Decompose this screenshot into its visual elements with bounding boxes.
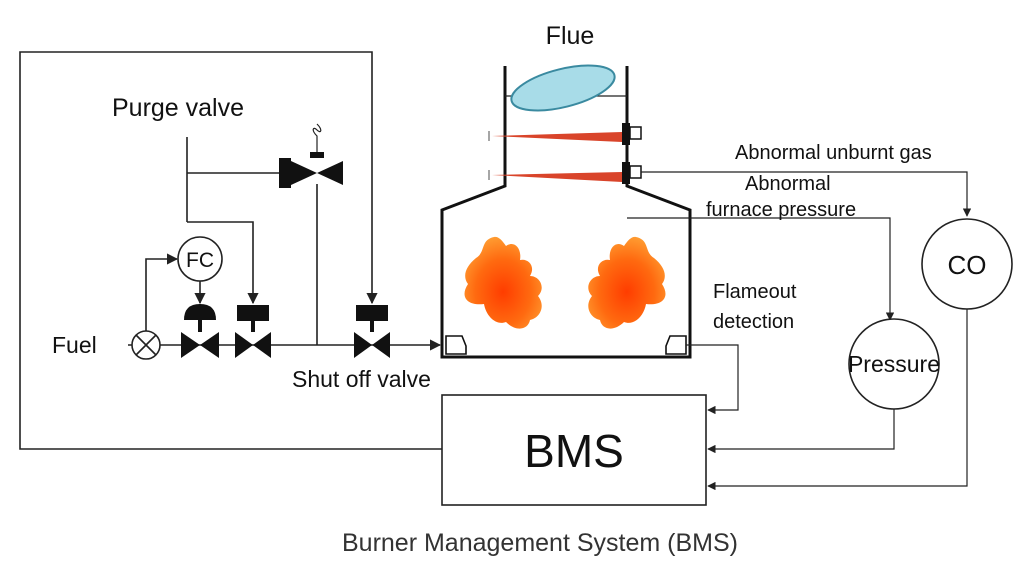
bms-label: BMS bbox=[524, 425, 624, 477]
flame-left bbox=[464, 236, 542, 329]
purge-valve-icon bbox=[279, 152, 343, 188]
unburnt-gas-signal-line bbox=[641, 171, 972, 217]
flame-detector-right bbox=[665, 335, 687, 355]
flame-right bbox=[588, 236, 666, 329]
fc-feedback-line bbox=[145, 253, 179, 331]
control-valve-icon bbox=[181, 304, 219, 358]
fuel-label: Fuel bbox=[52, 332, 97, 358]
purge-valve-label: Purge valve bbox=[112, 94, 244, 122]
bms-to-shutoff-line bbox=[19, 51, 442, 450]
fc-label: FC bbox=[186, 249, 214, 272]
block-valve-icon bbox=[235, 305, 271, 358]
furnace-body bbox=[440, 66, 692, 359]
pressure-to-bms-line bbox=[707, 409, 895, 454]
co-to-bms-line bbox=[707, 309, 968, 491]
flameout-signal-line bbox=[686, 344, 739, 415]
flame-detector-left bbox=[445, 335, 467, 355]
furnace-pressure-tap-line bbox=[627, 217, 895, 321]
flue-damper bbox=[510, 64, 616, 112]
flameout-detection-label-1: Flameout bbox=[713, 281, 797, 303]
flameout-detection-label-2: detection bbox=[713, 311, 794, 333]
pressure-label: Pressure bbox=[848, 351, 940, 377]
fuel-meter-icon bbox=[131, 330, 161, 360]
co-analyzer: CO bbox=[921, 218, 1013, 310]
gas-sensor-beams bbox=[488, 123, 642, 184]
bms-controller: BMS bbox=[441, 394, 707, 506]
abnormal-furnace-pressure-label-2: furnace pressure bbox=[706, 199, 856, 221]
diagram-caption: Burner Management System (BMS) bbox=[342, 529, 738, 557]
abnormal-furnace-pressure-label-1: Abnormal bbox=[745, 173, 831, 195]
shut-off-valve-label: Shut off valve bbox=[292, 366, 431, 392]
shut-off-valve-icon bbox=[354, 305, 390, 358]
abnormal-unburnt-gas-label: Abnormal unburnt gas bbox=[735, 142, 932, 164]
flue-label: Flue bbox=[546, 22, 595, 50]
pressure-transmitter: Pressure bbox=[848, 318, 940, 410]
purge-actuator-icon bbox=[312, 123, 322, 152]
co-label: CO bbox=[948, 250, 987, 280]
fc-controller: FC bbox=[177, 236, 223, 282]
purge-to-valve2-line bbox=[187, 221, 259, 305]
